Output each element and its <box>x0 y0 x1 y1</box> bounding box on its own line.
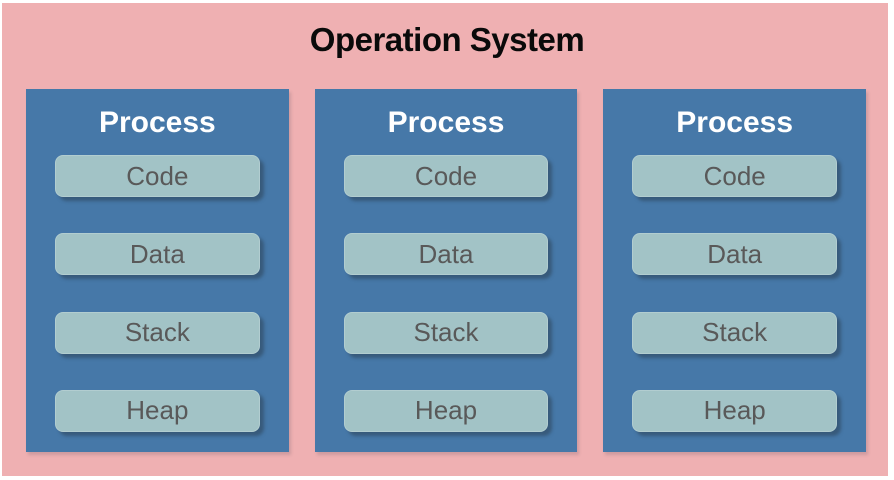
memory-segment-heap: Heap <box>343 389 549 432</box>
memory-segment-data: Data <box>343 233 549 276</box>
memory-segment-heap: Heap <box>632 389 838 432</box>
memory-segment-stack: Stack <box>632 311 838 354</box>
memory-segment-code: Code <box>632 155 838 197</box>
memory-segment-data: Data <box>54 233 260 276</box>
segment-stack: Code Data Stack Heap <box>26 155 289 432</box>
segment-stack: Code Data Stack Heap <box>603 155 866 432</box>
memory-segment-heap: Heap <box>54 389 260 432</box>
process-row: Process Code Data Stack Heap Process Cod… <box>26 89 867 452</box>
memory-segment-code: Code <box>54 155 260 197</box>
process-box-3: Process Code Data Stack Heap <box>603 89 867 452</box>
process-box-2: Process Code Data Stack Heap <box>314 89 578 452</box>
memory-segment-data: Data <box>632 233 838 276</box>
process-label: Process <box>98 106 216 139</box>
memory-segment-stack: Stack <box>54 311 260 354</box>
process-box-1: Process Code Data Stack Heap <box>26 89 289 452</box>
process-label: Process <box>387 106 505 139</box>
memory-segment-stack: Stack <box>343 311 549 354</box>
memory-segment-code: Code <box>343 155 549 197</box>
process-label: Process <box>676 106 794 139</box>
diagram-title: Operation System <box>309 21 585 58</box>
segment-stack: Code Data Stack Heap <box>315 155 578 432</box>
